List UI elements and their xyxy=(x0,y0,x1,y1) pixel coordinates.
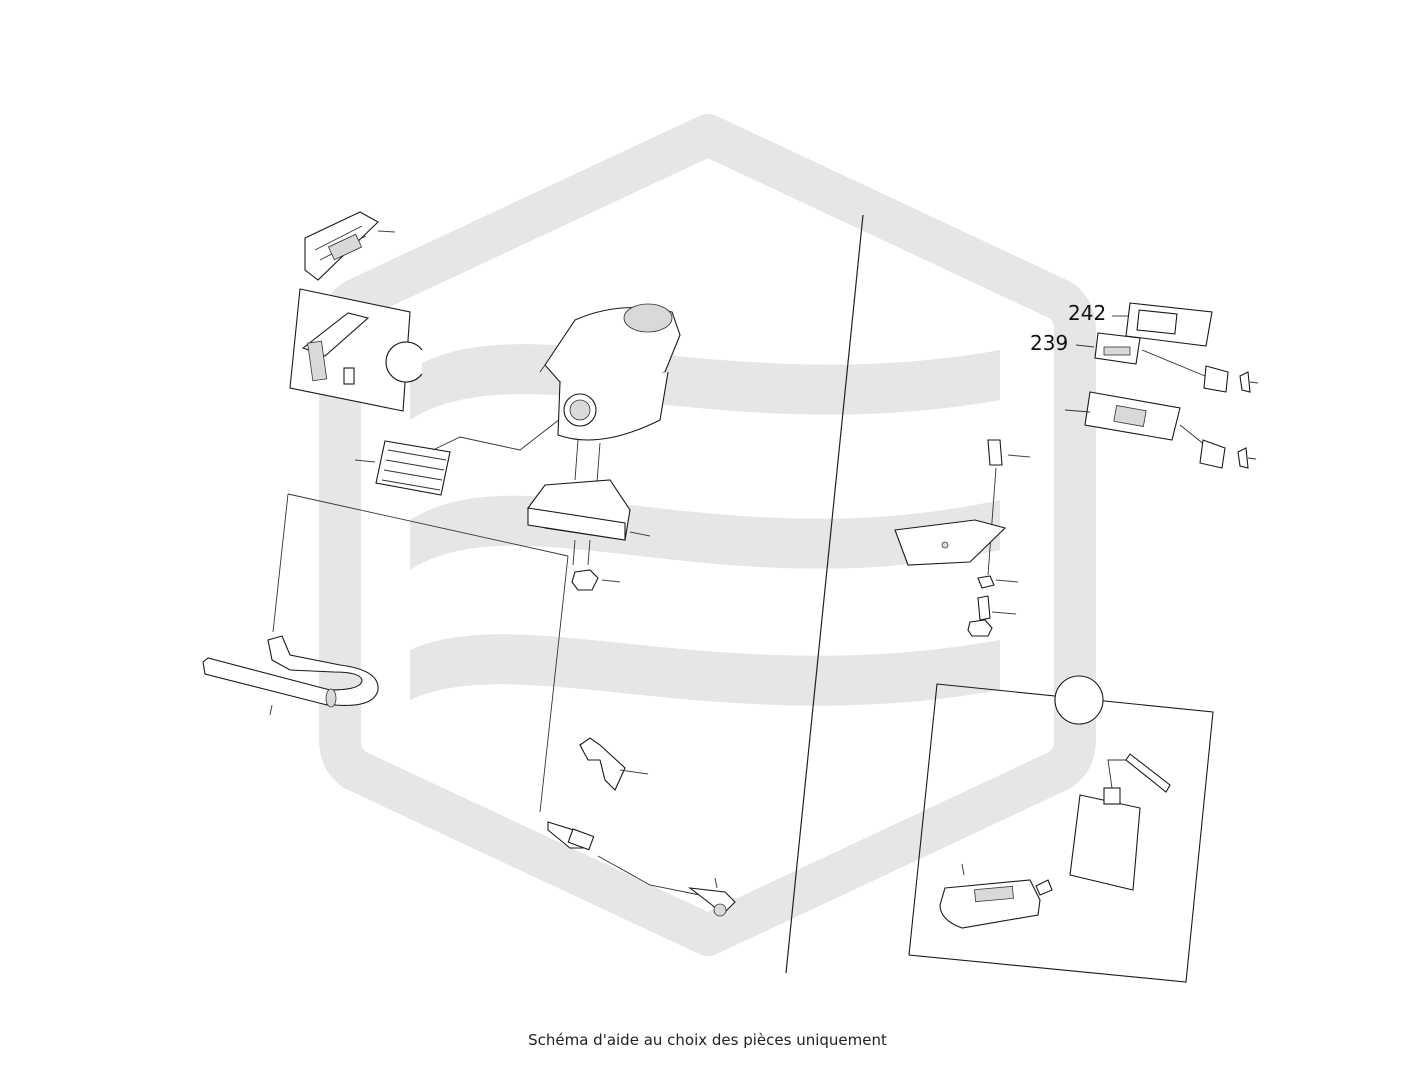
exhaust-hose[interactable] xyxy=(202,493,569,716)
part-number-242: 242 xyxy=(1068,301,1106,325)
digital-timer-panel[interactable] xyxy=(1064,391,1206,446)
filter-inset-box[interactable] xyxy=(289,288,423,412)
fuel-pump-assembly[interactable] xyxy=(539,555,736,917)
vent-grille-top[interactable] xyxy=(304,211,396,281)
louvered-outlet[interactable] xyxy=(354,401,583,496)
divider-line xyxy=(785,214,864,974)
heater-unit[interactable] xyxy=(539,303,681,441)
control-panel-239[interactable]: 239 xyxy=(1030,331,1206,377)
part-number-239: 239 xyxy=(1030,331,1068,355)
mounting-bracket[interactable] xyxy=(527,439,651,591)
connector-lower[interactable] xyxy=(1199,439,1257,469)
remote-kit-inset[interactable] xyxy=(908,675,1214,983)
control-panel-242[interactable]: 242 xyxy=(1068,301,1213,347)
mounting-foot[interactable] xyxy=(894,439,1031,637)
connector-upper[interactable] xyxy=(1203,365,1259,393)
watermark-stripes xyxy=(410,344,1000,706)
diagram-caption: Schéma d'aide au choix des pièces unique… xyxy=(528,1031,887,1049)
